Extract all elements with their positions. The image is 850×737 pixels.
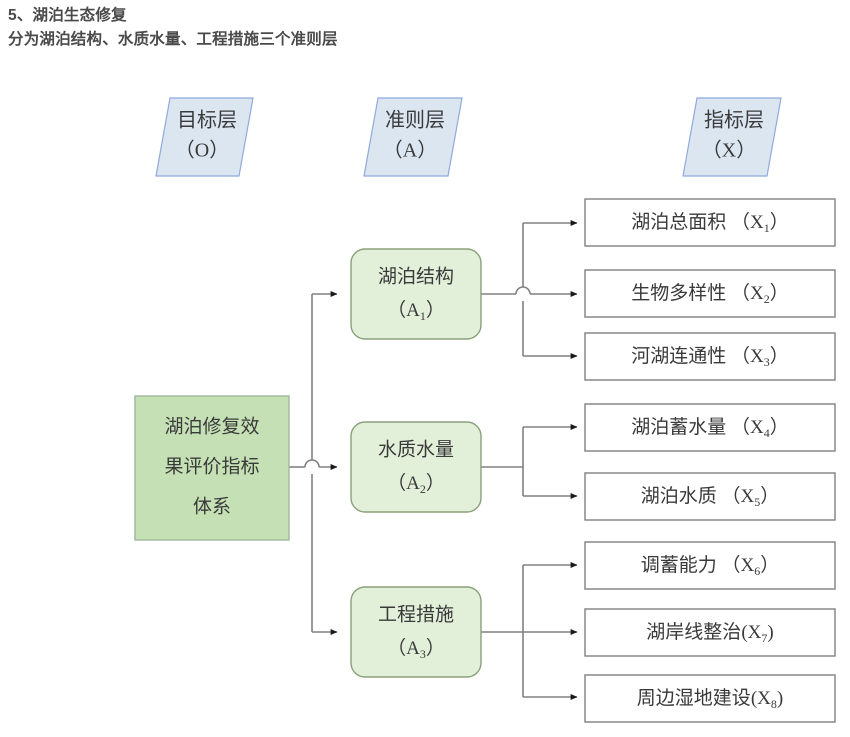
indicator-x4-label: 湖泊蓄水量 （X4） (631, 416, 789, 439)
criteria-layer-header-title: 准则层 (385, 109, 445, 132)
goal-to-criteria-connectors (289, 291, 338, 635)
criteria-a3[interactable]: 工程措施 （A3） (350, 586, 482, 678)
goal-node-line-2: 果评价指标 (164, 455, 259, 477)
goal-layer-header-code: （O） (175, 139, 229, 162)
indicator-x2[interactable]: 生物多样性 （X2） (584, 269, 836, 318)
criteria-a1-to-indicators-connectors (481, 220, 578, 359)
goal-node-line-3: 体系 (193, 495, 231, 517)
criteria-a2-title: 水质水量 (378, 438, 454, 460)
goal-node-line-1: 湖泊修复效 (164, 415, 259, 437)
indicator-x6-label: 调蓄能力 （X6） (641, 554, 780, 577)
criteria-a2[interactable]: 水质水量 （A2） (350, 421, 482, 513)
criteria-layer-header-code: （A） (383, 139, 437, 162)
criteria-layer-header: 准则层 （A） (363, 97, 463, 177)
heading-line-1: 5、湖泊生态修复 (8, 7, 127, 24)
page-heading: 5、湖泊生态修复 分为湖泊结构、水质水量、工程措施三个准则层 (8, 4, 628, 52)
indicator-layer-header: 指标层 （X） (682, 97, 782, 177)
indicator-layer-header-code: （X） (702, 139, 756, 162)
indicator-x8-label: 周边湿地建设(X8) (637, 687, 783, 710)
indicator-x3-label: 河湖连通性 （X3） (631, 345, 789, 368)
criteria-a1[interactable]: 湖泊结构 （A1） (350, 248, 482, 340)
indicator-x3[interactable]: 河湖连通性 （X3） (584, 332, 836, 381)
indicator-x8[interactable]: 周边湿地建设(X8) (584, 674, 836, 723)
criteria-a3-code: （A3） (387, 637, 445, 660)
goal-node[interactable]: 湖泊修复效 果评价指标 体系 (134, 395, 290, 541)
criteria-a3-to-indicators-connectors (481, 562, 578, 700)
indicator-x1[interactable]: 湖泊总面积 （X1） (584, 198, 836, 247)
indicator-x1-label: 湖泊总面积 （X1） (631, 211, 789, 234)
criteria-a1-code: （A1） (387, 299, 445, 322)
heading-line-2: 分为湖泊结构、水质水量、工程措施三个准则层 (8, 31, 338, 48)
indicator-layer-header-title: 指标层 (704, 109, 764, 132)
indicator-x6[interactable]: 调蓄能力 （X6） (584, 541, 836, 590)
goal-layer-header-title: 目标层 (177, 109, 237, 132)
indicator-x5[interactable]: 湖泊水质 （X5） (584, 472, 836, 521)
criteria-a2-to-indicators-connectors (481, 424, 578, 499)
indicator-x4[interactable]: 湖泊蓄水量 （X4） (584, 403, 836, 452)
indicator-x5-label: 湖泊水质 （X5） (641, 485, 780, 508)
criteria-a1-title: 湖泊结构 (378, 265, 454, 287)
indicator-x2-label: 生物多样性 （X2） (631, 282, 789, 305)
goal-layer-header: 目标层 （O） (155, 97, 254, 177)
criteria-a2-code: （A2） (387, 472, 445, 495)
indicator-x7[interactable]: 湖岸线整治(X7) (584, 608, 836, 657)
indicator-x7-label: 湖岸线整治(X7) (646, 621, 773, 644)
criteria-a3-title: 工程措施 (378, 603, 454, 625)
